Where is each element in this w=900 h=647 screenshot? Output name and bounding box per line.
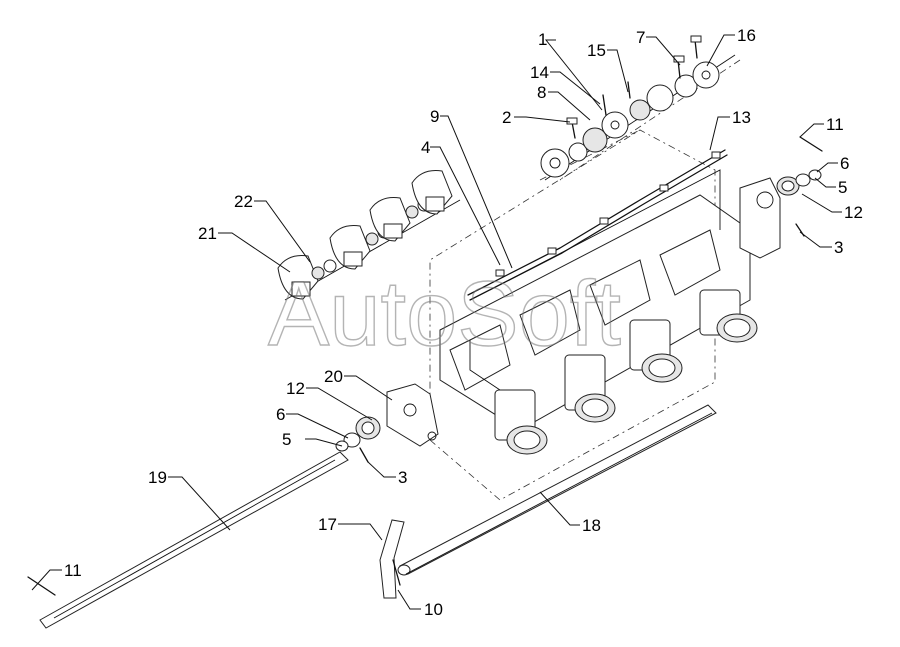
callout-11-left: 11 <box>64 561 82 580</box>
cam-1 <box>277 255 319 300</box>
callout-5-left: 5 <box>282 430 291 449</box>
housing-3 <box>589 259 683 383</box>
shaft-19 <box>27 451 349 629</box>
callout-8: 8 <box>537 83 546 102</box>
callout-6-right: 6 <box>840 154 849 173</box>
callout-1: 1 <box>538 30 547 49</box>
callout-6-left: 6 <box>276 405 285 424</box>
callout-12-right: 12 <box>844 203 863 222</box>
cam-group <box>277 170 461 301</box>
callout-13: 13 <box>732 108 751 127</box>
housing-2 <box>519 289 616 423</box>
cam-4 <box>411 170 453 215</box>
callout-21: 21 <box>198 224 217 243</box>
callout-3-left: 3 <box>398 468 407 487</box>
callout-10: 10 <box>424 600 443 619</box>
spring-rail <box>467 149 728 301</box>
callout-15: 15 <box>587 41 606 60</box>
cam-2 <box>329 225 371 270</box>
gear-washer-b <box>629 84 674 121</box>
star-wheel-3 <box>674 61 720 98</box>
callout-2: 2 <box>502 108 511 127</box>
cam-3 <box>369 197 411 242</box>
callout-18: 18 <box>582 516 601 535</box>
leader-lines <box>31 34 842 610</box>
frame-assembly <box>439 169 758 455</box>
callout-17: 17 <box>318 515 337 534</box>
callout-5-right: 5 <box>838 178 847 197</box>
right-bracket-group <box>739 136 823 259</box>
star-wheel-2 <box>601 111 629 139</box>
gear-washer-a <box>568 127 608 162</box>
callout-11-right: 11 <box>826 115 844 134</box>
housing-4 <box>659 229 758 343</box>
lever-17 <box>379 519 405 599</box>
callout-22: 22 <box>234 192 253 211</box>
callout-9: 9 <box>430 107 439 126</box>
callout-16: 16 <box>737 26 756 45</box>
housing-1 <box>449 324 548 455</box>
callout-7: 7 <box>636 28 645 47</box>
callout-19: 19 <box>148 468 167 487</box>
callout-14: 14 <box>530 63 549 82</box>
callout-20: 20 <box>324 367 343 386</box>
star-wheel-group <box>540 35 736 181</box>
left-bracket-group <box>335 383 439 463</box>
callout-12-left: 12 <box>286 379 305 398</box>
shaft-18 <box>397 404 717 576</box>
callout-labels: 1 2 3 3 4 5 5 6 6 7 8 9 10 11 11 12 12 1… <box>64 26 863 619</box>
callout-3-right: 3 <box>834 238 843 257</box>
star-wheel-1 <box>540 148 570 178</box>
watermark: AutoSoft <box>268 263 621 365</box>
callout-4: 4 <box>421 138 430 157</box>
